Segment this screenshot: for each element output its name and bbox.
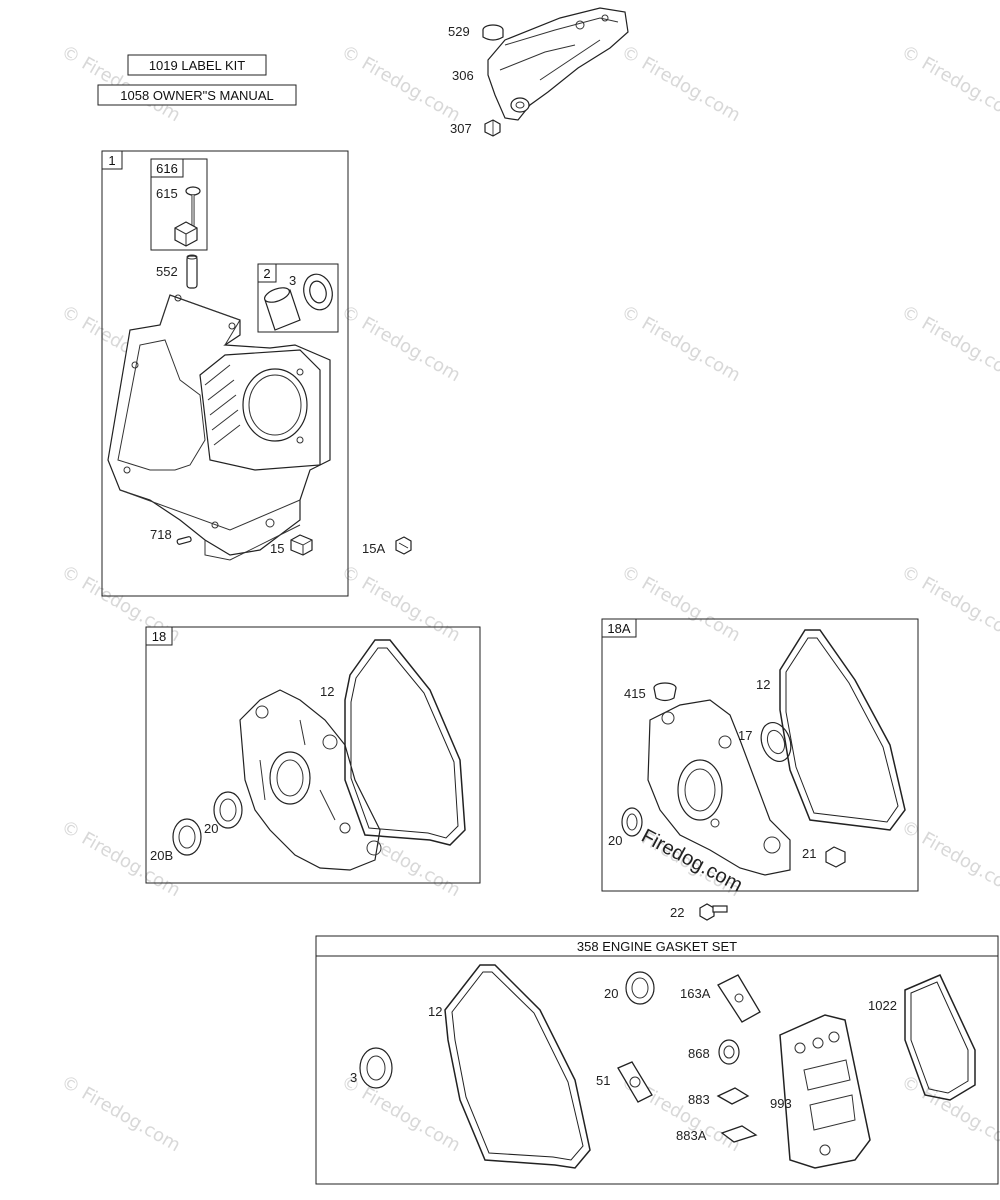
label-883: 883 [688,1092,710,1107]
part-18a-gasket-12[interactable] [779,629,906,831]
label-415: 415 [624,686,646,701]
gasket-51[interactable] [617,1061,653,1103]
part-307-screw[interactable] [484,119,501,137]
watermark: © Firedog.com [898,41,1000,126]
gasket-883[interactable] [716,1087,750,1105]
part-552-guide[interactable] [186,254,198,289]
part-415-breather-cap[interactable] [653,682,677,702]
watermarks: © Firedog.com © Firedog.com © Firedog.co… [58,41,1000,1156]
part-15a-plug[interactable] [395,536,412,555]
part-306-blower-housing[interactable] [487,7,629,121]
gasket-163a[interactable] [717,974,761,1023]
label-18-12: 12 [320,684,334,699]
subgroup-616-label: 616 [156,161,178,176]
gasket-12[interactable] [444,964,591,1169]
watermark: © Firedog.com [618,41,744,126]
watermark: © Firedog.com [338,561,464,646]
part-17-bearing[interactable] [756,718,796,765]
owners-manual-text: 1058 OWNER"S MANUAL [120,88,273,103]
label-718: 718 [150,527,172,542]
label-kit-box[interactable]: 1019 LABEL KIT [127,54,267,76]
gasket-883a[interactable] [720,1125,758,1143]
part-18a-crankcase-cover[interactable] [647,699,791,876]
label-883a: 883A [676,1128,707,1143]
label-gs-20: 20 [604,986,618,1001]
group-18a-label: 18A [607,621,630,636]
part-3-seal[interactable] [300,271,336,313]
part-1-cylinder-block[interactable] [107,294,331,561]
label-1022: 1022 [868,998,897,1013]
subgroup-616-box: 616 [150,158,208,251]
label-552: 552 [156,264,178,279]
label-993: 993 [770,1096,792,1111]
watermark: © Firedog.com [58,41,184,126]
part-529-plug[interactable] [482,24,504,41]
label-21: 21 [802,846,816,861]
watermark: © Firedog.com [898,816,1000,901]
label-529: 529 [448,24,470,39]
part-20b-seal[interactable] [172,818,202,856]
part-12-gasket[interactable] [344,639,466,846]
label-307: 307 [450,121,472,136]
part-718-pin[interactable] [176,536,192,545]
label-kit-text: 1019 LABEL KIT [149,58,245,73]
part-21-plug[interactable] [825,846,846,868]
label-868: 868 [688,1046,710,1061]
label-615: 615 [156,186,178,201]
part-22-screw[interactable] [699,903,728,921]
part-18-crankcase-cover[interactable] [239,689,382,871]
gasket-993[interactable] [779,1014,871,1169]
label-51: 51 [596,1073,610,1088]
label-17: 17 [738,728,752,743]
group-1-box: 1 [101,150,349,597]
watermark: © Firedog.com [58,1071,184,1156]
label-gs-3: 3 [350,1070,357,1085]
subgroup-2-label: 2 [263,266,270,281]
group-18a-box: 18A [601,618,919,892]
label-22: 22 [670,905,684,920]
watermark: © Firedog.com [898,561,1000,646]
label-15a: 15A [362,541,385,556]
watermark: © Firedog.com [898,1071,1000,1156]
watermark: © Firedog.com [338,41,464,126]
part-20-seal[interactable] [213,791,243,829]
label-18a-20: 20 [608,833,622,848]
group-1-label: 1 [108,153,115,168]
group-18-box: 18 [145,626,481,884]
label-3: 3 [289,273,296,288]
seal-20[interactable] [625,971,655,1005]
group-18-label: 18 [152,629,166,644]
label-15: 15 [270,541,284,556]
label-163a: 163A [680,986,711,1001]
label-18-20: 20 [204,821,218,836]
gasket-set-box: 358 ENGINE GASKET SET [315,935,999,1185]
label-18a-12: 12 [756,677,770,692]
gasket-set-title: 358 ENGINE GASKET SET [577,939,737,954]
seal-868[interactable] [718,1039,740,1065]
part-2-sleeve[interactable] [263,285,301,331]
seal-3[interactable] [359,1047,393,1089]
label-18-20b: 20B [150,848,173,863]
watermark: © Firedog.com [618,301,744,386]
watermark: © Firedog.com [898,301,1000,386]
part-18a-seal-20[interactable] [621,807,643,837]
owners-manual-box[interactable]: 1058 OWNER"S MANUAL [97,84,297,106]
part-15-plug[interactable] [290,534,313,556]
gasket-1022[interactable] [904,974,976,1101]
subgroup-2-box: 2 [257,263,339,333]
label-gs-12: 12 [428,1004,442,1019]
part-615-breather-seal[interactable] [174,186,201,247]
watermark: © Firedog.com [338,301,464,386]
label-306: 306 [452,68,474,83]
